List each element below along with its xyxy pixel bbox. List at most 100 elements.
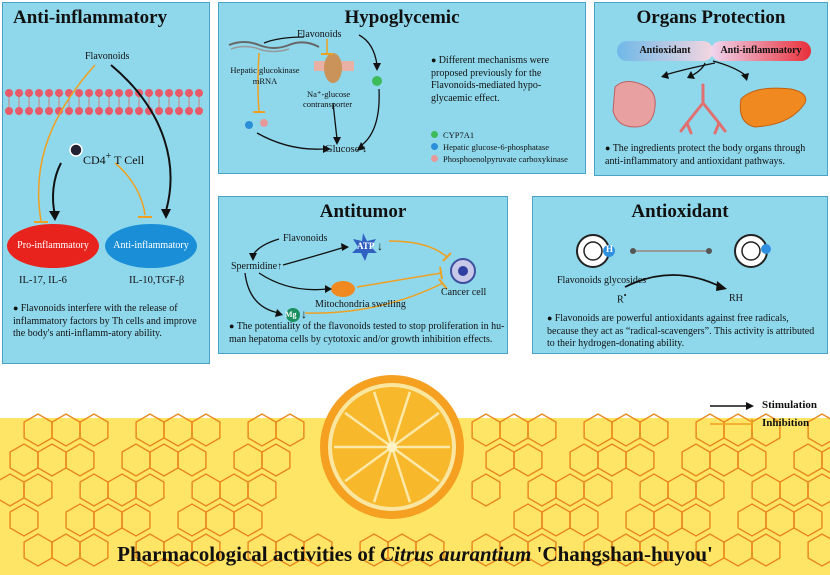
antioxidant-diagram — [576, 234, 771, 291]
molecule-ring — [737, 503, 767, 537]
molecule-ring — [513, 443, 543, 477]
arrow-to-liver — [712, 60, 746, 76]
lungs-organ — [679, 83, 727, 135]
molecule-ring — [597, 443, 627, 477]
molecule-ring — [261, 443, 291, 477]
tcell-name: CD4 — [83, 153, 106, 167]
inhibition-label: Inhibition — [762, 417, 810, 429]
atp-cancer-bar — [442, 252, 452, 262]
tcell-to-pro-arrowhead — [49, 211, 60, 221]
radical-label: R• — [617, 291, 627, 306]
flavonoids-to-spermidine — [252, 238, 280, 256]
scavenging-arrowhead — [716, 281, 727, 291]
molecule-ring — [639, 413, 669, 447]
molecule-ring — [499, 413, 529, 447]
anti-markers: IL-10,TGF-β — [129, 275, 185, 286]
lipid-head — [95, 89, 103, 97]
hydrogen-label: H — [606, 244, 614, 254]
panel-description: Different mechanisms were proposed previ… — [431, 55, 579, 105]
molecule-ring — [79, 533, 109, 567]
lipid-head — [35, 107, 43, 115]
orange-segment-line — [372, 391, 394, 448]
molecule-ring — [65, 503, 95, 537]
molecule-ring — [219, 473, 249, 507]
spermidine-to-mg — [244, 272, 280, 314]
mitochondria-icon — [331, 281, 355, 297]
molecule-ring — [821, 446, 830, 474]
molecule-ring — [107, 473, 137, 507]
reaction-node-left — [630, 248, 636, 254]
molecule-ring — [51, 413, 81, 447]
lipid-head — [125, 89, 133, 97]
mrna-strand-2 — [230, 45, 290, 53]
flavonoids-to-mrna-arrow — [263, 36, 305, 44]
pro-markers: IL-17, IL-6 — [19, 275, 67, 286]
molecule-ring — [303, 533, 333, 567]
radical-symbol: R — [617, 294, 624, 306]
orange-segment-line — [372, 446, 394, 503]
cancer-nucleus — [458, 266, 468, 276]
molecule-ring — [37, 443, 67, 477]
glycosides-label: Flavonoids glycosides — [557, 275, 647, 286]
molecule-ring — [807, 413, 830, 447]
molecule-ring — [9, 503, 39, 537]
panel-description: Flavonoids are powerful antioxidants aga… — [547, 313, 819, 351]
lipid-head — [75, 89, 83, 97]
lipid-head — [105, 89, 113, 97]
panel-description: The potentiality of the flavonoids teste… — [229, 321, 505, 346]
atp-star — [352, 233, 377, 261]
lipid-head — [125, 107, 133, 115]
molecule-ring — [527, 413, 557, 447]
molecule-ring — [765, 503, 795, 537]
liver-arrowhead — [741, 73, 749, 81]
mrna-strand — [228, 41, 320, 49]
stimulation-arrowhead — [161, 209, 171, 219]
inhibition-line — [37, 64, 96, 222]
panel-title: Anti-inflammatory — [13, 7, 168, 28]
molecule-ring — [79, 473, 109, 507]
pepck-dot — [260, 119, 268, 127]
flavonoids-label: Flavonoids — [283, 233, 328, 244]
orange-segment-line — [344, 411, 393, 449]
lipid-head — [185, 89, 193, 97]
orange-segment-line — [344, 445, 393, 483]
g6p-dot — [245, 121, 253, 129]
lipid-head — [165, 89, 173, 97]
molecule-ring — [513, 503, 543, 537]
mg-cancer-bar — [438, 278, 448, 290]
molecule-ring — [177, 503, 207, 537]
lipid-head — [155, 107, 163, 115]
enzyme-legend-label: Phosphoenolpyruvate carboxykinase — [443, 154, 568, 164]
panel-description: Flavonoids interfere with the release of… — [13, 303, 201, 341]
molecule-ring — [149, 443, 179, 477]
molecule-ring — [205, 503, 235, 537]
molecule-ring — [681, 443, 711, 477]
lipid-head — [195, 89, 203, 97]
atp-arrowhead — [341, 243, 349, 251]
lipid-head — [75, 107, 83, 115]
molecule-ring — [681, 503, 711, 537]
molecule-ring — [611, 413, 641, 447]
molecule-ring — [779, 473, 809, 507]
transporter-label-1: Na⁺-glucose — [307, 89, 351, 99]
lipid-head — [145, 89, 153, 97]
cancer-label: Cancer cell — [441, 287, 487, 298]
molecule-ring — [625, 503, 655, 537]
spermidine-to-atp — [282, 246, 346, 266]
antitumor-diagram — [244, 233, 476, 322]
molecule-ring — [9, 443, 39, 477]
lipid-head — [5, 89, 13, 97]
lipid-head — [115, 89, 123, 97]
hydrogen-atom — [603, 245, 615, 257]
molecule-ring — [793, 503, 823, 537]
tcell-sup: + — [105, 151, 112, 162]
lipid-head — [45, 107, 53, 115]
title-species: Citrus aurantium — [380, 542, 532, 566]
title-suffix: 'Changshan-huyou' — [531, 542, 713, 566]
mito-arrowhead — [325, 285, 332, 293]
anti-inflammatory-pill: Anti-inflammatory — [711, 41, 811, 61]
intestine-organ — [612, 81, 656, 128]
cell-membrane — [5, 89, 203, 115]
lipid-head — [55, 89, 63, 97]
